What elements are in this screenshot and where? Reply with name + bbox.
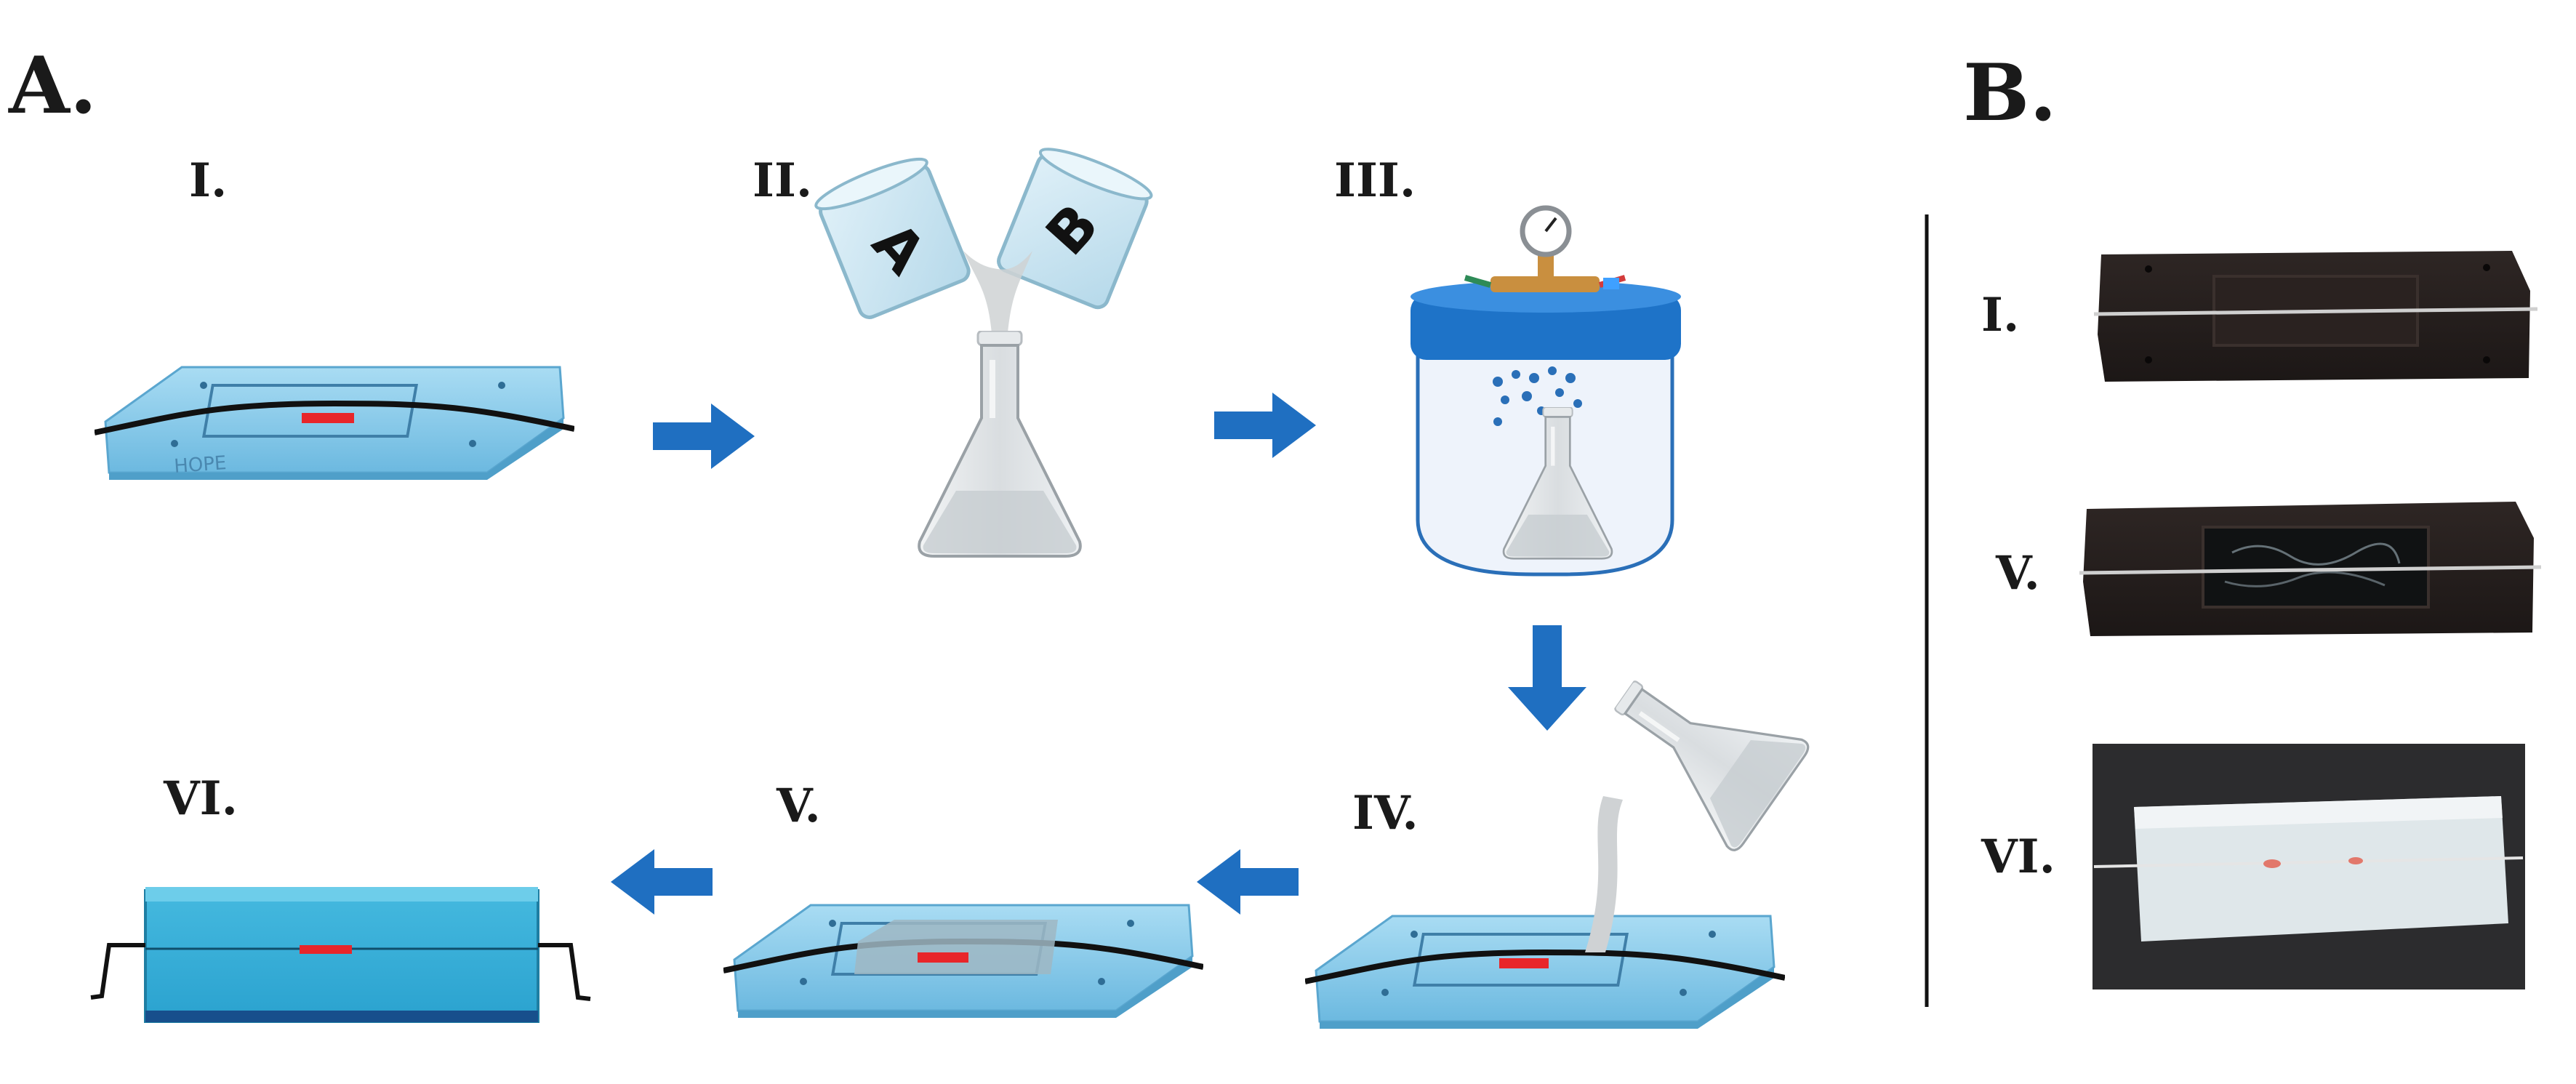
panel-a-label: A. xyxy=(8,40,97,132)
fiber-left xyxy=(90,943,145,1000)
mixing-step: A B xyxy=(814,148,1153,556)
vacuum-chamber xyxy=(1411,205,1681,577)
sensor-red-5 xyxy=(918,952,968,963)
fiber-right xyxy=(538,943,591,1001)
mold-step-5 xyxy=(723,905,1203,1018)
arrow-down xyxy=(1508,625,1586,731)
arrow-left-2 xyxy=(611,849,713,915)
silicone-block xyxy=(90,887,591,1023)
arrow-right-2 xyxy=(1214,393,1316,458)
panel-b-label: B. xyxy=(1963,47,2057,139)
photo-label-6: VI. xyxy=(1981,830,2055,884)
sensor-red-4 xyxy=(1499,958,1549,968)
tilted-flask xyxy=(1586,641,1812,854)
step-label-3: III. xyxy=(1334,153,1416,208)
step-label-5: V. xyxy=(776,779,821,833)
step-label-4: IV. xyxy=(1352,786,1419,840)
photo-step-1 xyxy=(2093,251,2538,382)
photo-step-6 xyxy=(2093,744,2525,989)
chamber-lid xyxy=(1411,294,1681,360)
photo-label-1: I. xyxy=(1981,288,2019,342)
cup-b: B xyxy=(997,148,1153,310)
cup-a: A xyxy=(814,157,971,319)
pour-stream xyxy=(963,251,1032,342)
flask-step-2 xyxy=(919,331,1080,556)
arrow-left-1 xyxy=(1197,849,1299,915)
step-label-2: II. xyxy=(753,153,812,208)
air-bubbles xyxy=(1493,366,1582,426)
step-label-6: VI. xyxy=(163,771,238,826)
mold-step-1: HOPE xyxy=(95,367,574,480)
pouring-step xyxy=(1305,641,1811,1029)
photo-label-5: V. xyxy=(1995,546,2040,601)
mold-brand-1: HOPE xyxy=(173,452,227,478)
sensor-red-6 xyxy=(300,945,352,954)
sensor-red-1 xyxy=(302,413,354,423)
pour-stream-4 xyxy=(1585,796,1623,952)
photo-step-5 xyxy=(2079,502,2542,636)
step-label-1: I. xyxy=(189,153,227,208)
arrow-right-1 xyxy=(653,404,755,469)
